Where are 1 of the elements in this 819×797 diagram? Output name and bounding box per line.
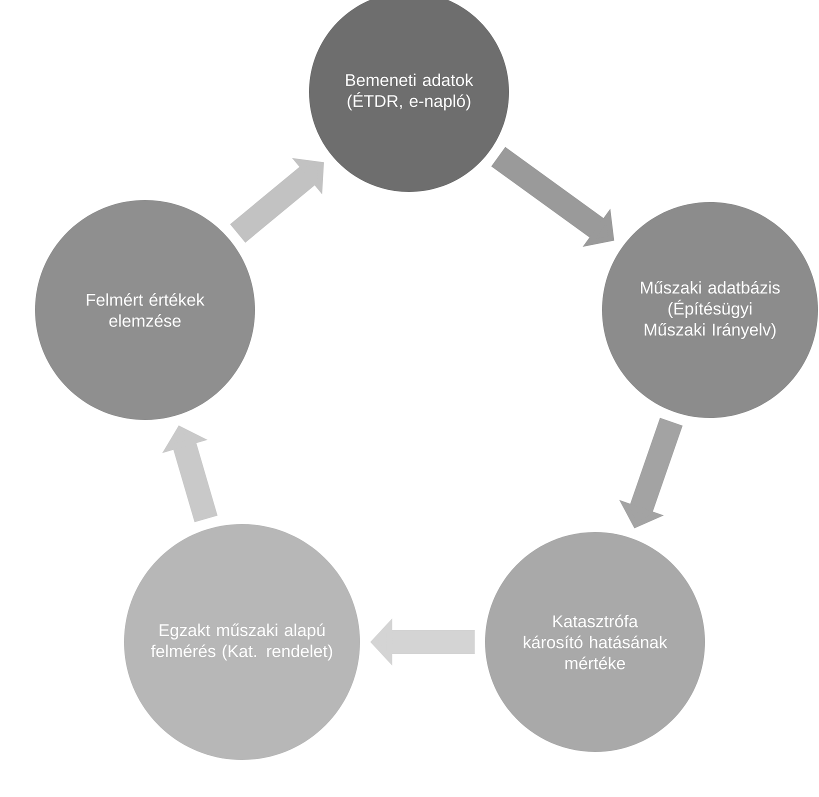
block-arrow (230, 158, 324, 243)
